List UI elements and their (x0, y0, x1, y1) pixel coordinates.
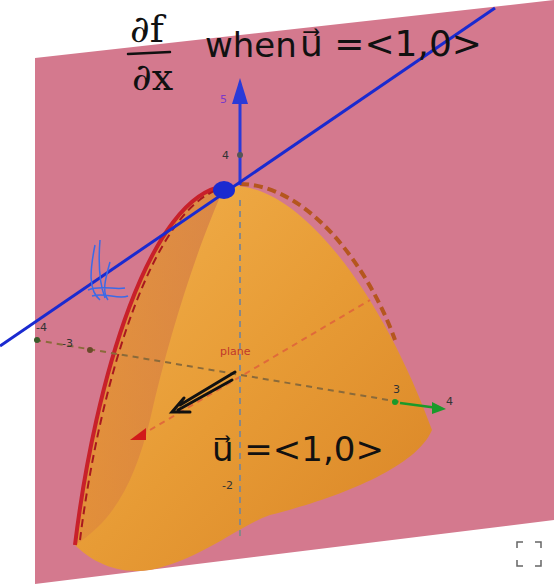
handwritten-note: when (205, 28, 297, 62)
surface-cut (75, 186, 225, 545)
scribble (88, 240, 128, 300)
tick-dot (34, 337, 40, 343)
tangent-line (0, 8, 495, 346)
plane-label: plane (220, 346, 251, 357)
paraboloid-surface (75, 186, 432, 571)
cutting-plane (35, 0, 554, 584)
z-axis-positive (239, 100, 242, 185)
axis-tick: 4 (446, 396, 453, 407)
axis-tick: -2 (222, 480, 233, 491)
y-axis (35, 340, 400, 402)
tick-dot (87, 347, 93, 353)
tick-dot (237, 152, 243, 158)
handwritten-note: u⃗ =<1,0> (300, 26, 482, 62)
trace-curve (75, 186, 225, 545)
direction-arrow (172, 372, 235, 412)
axis-arrowhead (232, 78, 248, 104)
handwritten-note: ∂x (132, 58, 173, 96)
axis-tick: 3 (393, 384, 400, 395)
tick-dot (392, 399, 398, 405)
axis-tick: -3 (62, 338, 73, 349)
x-axis-arrowhead (130, 428, 146, 440)
axis-tick: -4 (36, 322, 47, 333)
handwritten-note: u⃗ =<1,0> (212, 432, 384, 466)
axis-tick: 5 (220, 94, 227, 105)
axis-tick: 4 (222, 150, 229, 161)
fullscreen-icon (517, 542, 541, 566)
surface-edge (240, 184, 395, 340)
x-axis (150, 300, 370, 430)
axis-arrowhead (432, 402, 446, 414)
fraction-bar (128, 52, 170, 54)
point-of-tangency (213, 181, 235, 199)
handwritten-note: ∂f (130, 10, 164, 48)
z-axis (239, 200, 241, 540)
